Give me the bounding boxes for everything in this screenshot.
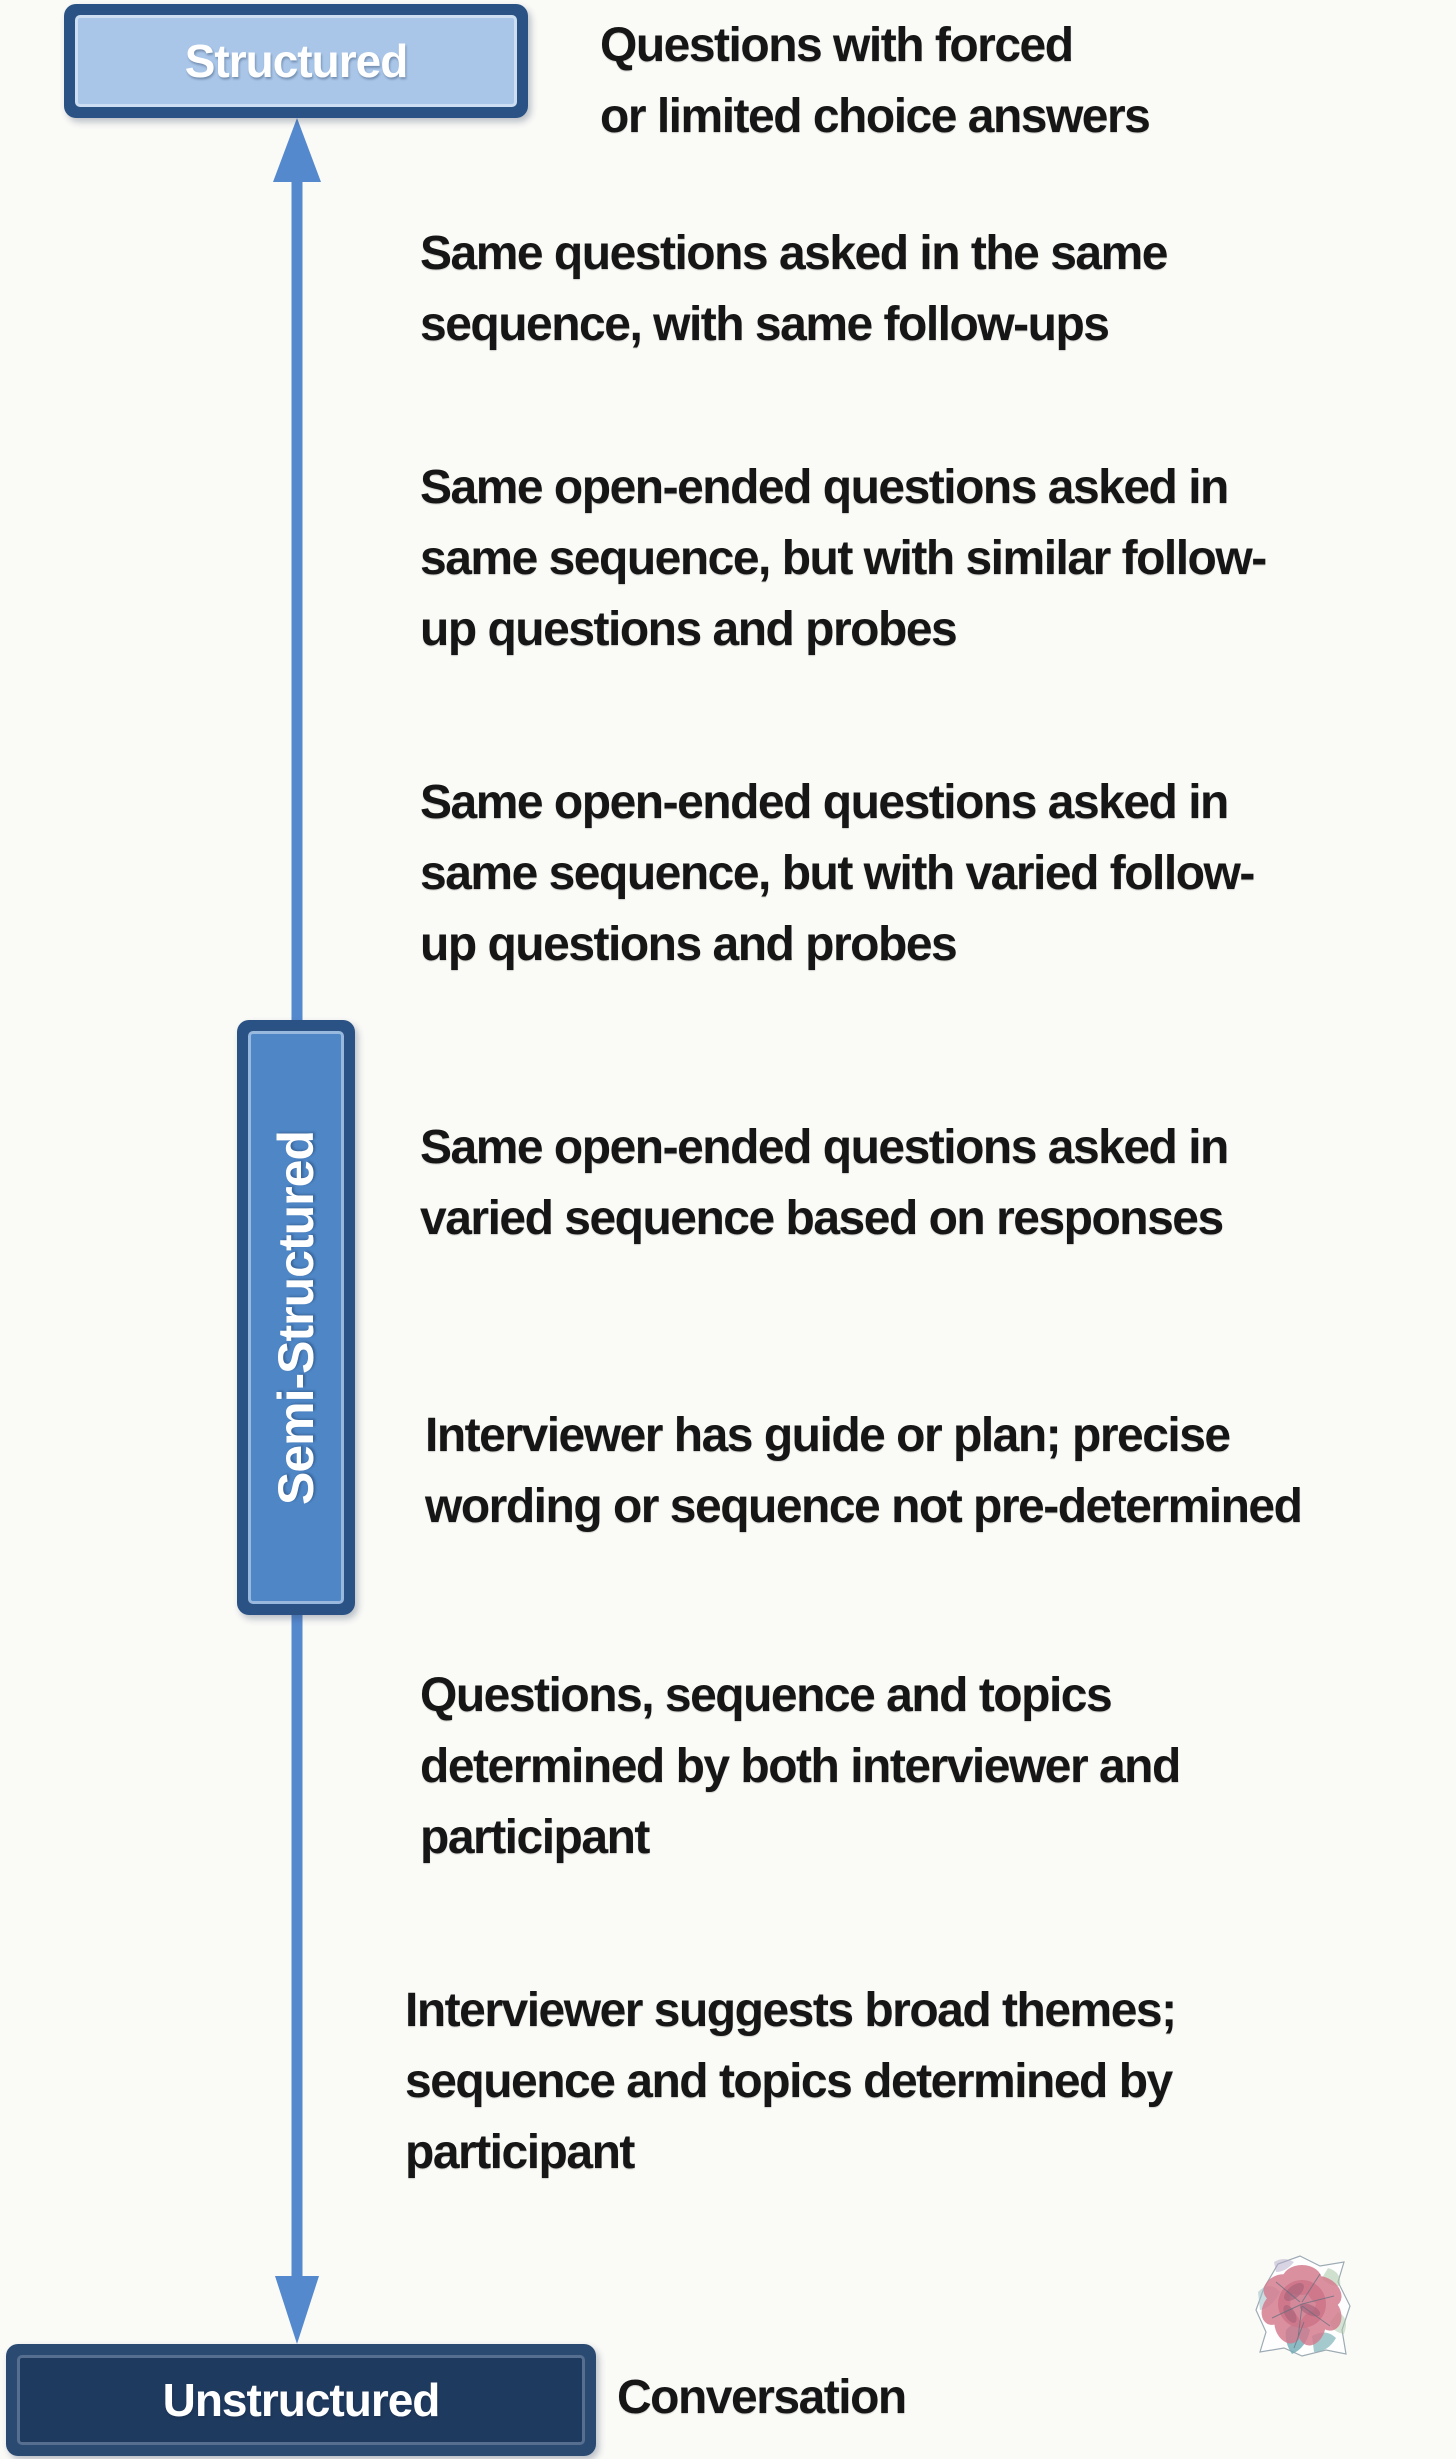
structured-box-inner: Structured: [75, 15, 517, 107]
annotation-broad-themes: Interviewer suggests broad themes; seque…: [405, 1984, 1177, 2179]
annotation-guide-or-plan: Interviewer has guide or plan; precise w…: [425, 1409, 1303, 1533]
annotation-conversation: Conversation: [617, 2371, 907, 2424]
watercolor-flower-icon: [1255, 2255, 1351, 2357]
structured-box: Structured: [64, 4, 528, 118]
semi-structured-label: Semi-Structured: [268, 1130, 324, 1505]
unstructured-box: Unstructured: [6, 2344, 596, 2456]
annotation-forced-choice: Questions with forced or limited choice …: [600, 19, 1151, 143]
semi-structured-box: Semi-Structured: [237, 1020, 355, 1615]
semi-structured-box-inner: Semi-Structured: [248, 1031, 344, 1604]
annotation-similar-followups: Same open-ended questions asked in same …: [420, 461, 1267, 656]
unstructured-label: Unstructured: [162, 2374, 441, 2426]
unstructured-box-inner: Unstructured: [17, 2355, 585, 2445]
annotation-varied-sequence: Same open-ended questions asked in varie…: [420, 1121, 1229, 1245]
annotation-varied-followups: Same open-ended questions asked in same …: [420, 776, 1255, 971]
annotation-both-determine: Questions, sequence and topics determine…: [420, 1669, 1181, 1864]
annotation-same-questions: Same questions asked in the same sequenc…: [420, 227, 1168, 351]
structured-label: Structured: [184, 35, 409, 87]
